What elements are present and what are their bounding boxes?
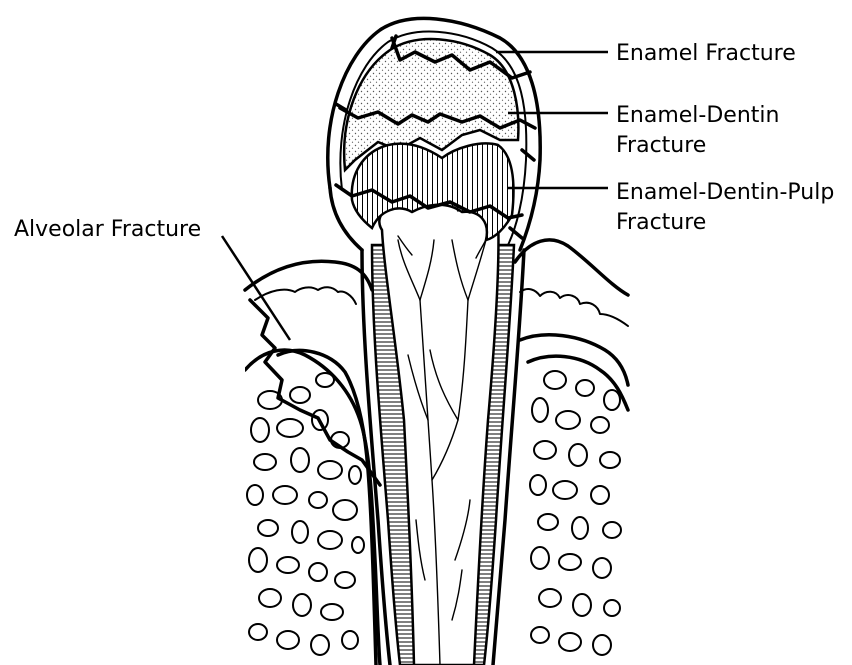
label-enamel-dentin-pulp-line1: Enamel-Dentin-Pulp [616, 180, 834, 205]
gingiva-left [245, 261, 372, 304]
gingiva-right [515, 240, 628, 326]
label-enamel-dentin-pulp-line2: Fracture [616, 210, 706, 235]
alveolar-bone-right [520, 335, 628, 655]
label-enamel-fracture: Enamel Fracture [616, 41, 796, 66]
label-alveolar-fracture: Alveolar Fracture [14, 217, 201, 242]
label-enamel-dentin-line2: Fracture [616, 133, 706, 158]
alveolar-bone-left [245, 300, 380, 665]
leader-alveolar [222, 236, 290, 340]
label-enamel-dentin-line1: Enamel-Dentin [616, 103, 779, 128]
